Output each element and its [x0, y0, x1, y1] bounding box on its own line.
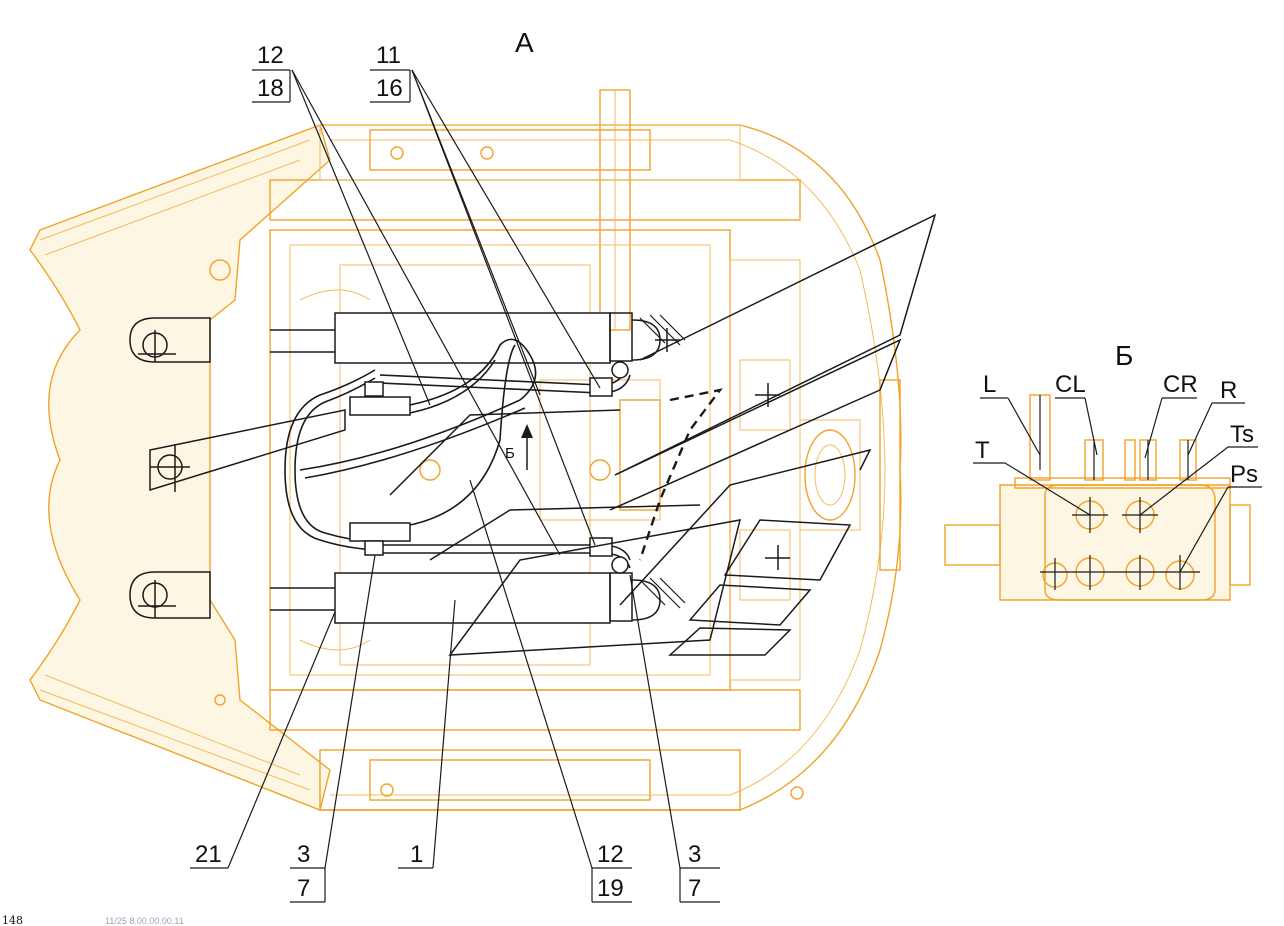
callout-12-bottom: 12: [597, 841, 624, 868]
port-t-label: T: [975, 437, 990, 464]
view-arrow-b: Б: [505, 424, 533, 470]
page-number: 148: [2, 914, 23, 926]
view-b-label: Б: [1115, 340, 1133, 371]
callout-3-left: 3: [297, 841, 310, 868]
callout-labels: A 12 18 11 16 21 3 7 1 12 19 3 7: [195, 27, 701, 902]
port-cl-label: CL: [1055, 371, 1086, 398]
hydraulic-cylinders: [270, 312, 686, 624]
lift-arms: [129, 317, 346, 619]
valve-detail-view: Б: [944, 340, 1262, 601]
callout-7-left: 7: [297, 875, 310, 902]
footer-faint-text: 11/25 8.00.00.00.11: [105, 916, 184, 926]
callout-21: 21: [195, 841, 222, 868]
view-a-label: A: [515, 27, 534, 58]
callout-7-right: 7: [688, 875, 701, 902]
hydraulic-hoses: [284, 338, 631, 574]
port-l-label: L: [983, 371, 996, 398]
callout-16: 16: [376, 75, 403, 102]
callout-12-top: 12: [257, 42, 284, 69]
port-r-label: R: [1220, 377, 1237, 404]
callout-11: 11: [376, 42, 401, 69]
callout-3-right: 3: [688, 841, 701, 868]
callout-18: 18: [257, 75, 284, 102]
callout-19: 19: [597, 875, 624, 902]
callout-1: 1: [410, 841, 423, 868]
tractor-frame: [29, 89, 902, 811]
view-planes: [389, 213, 937, 656]
port-ps-label: Ps: [1230, 461, 1258, 488]
view-arrow-label: Б: [505, 445, 515, 462]
port-cr-label: CR: [1163, 371, 1198, 398]
leader-lines: [190, 69, 720, 903]
port-ts-label: Ts: [1230, 421, 1254, 448]
